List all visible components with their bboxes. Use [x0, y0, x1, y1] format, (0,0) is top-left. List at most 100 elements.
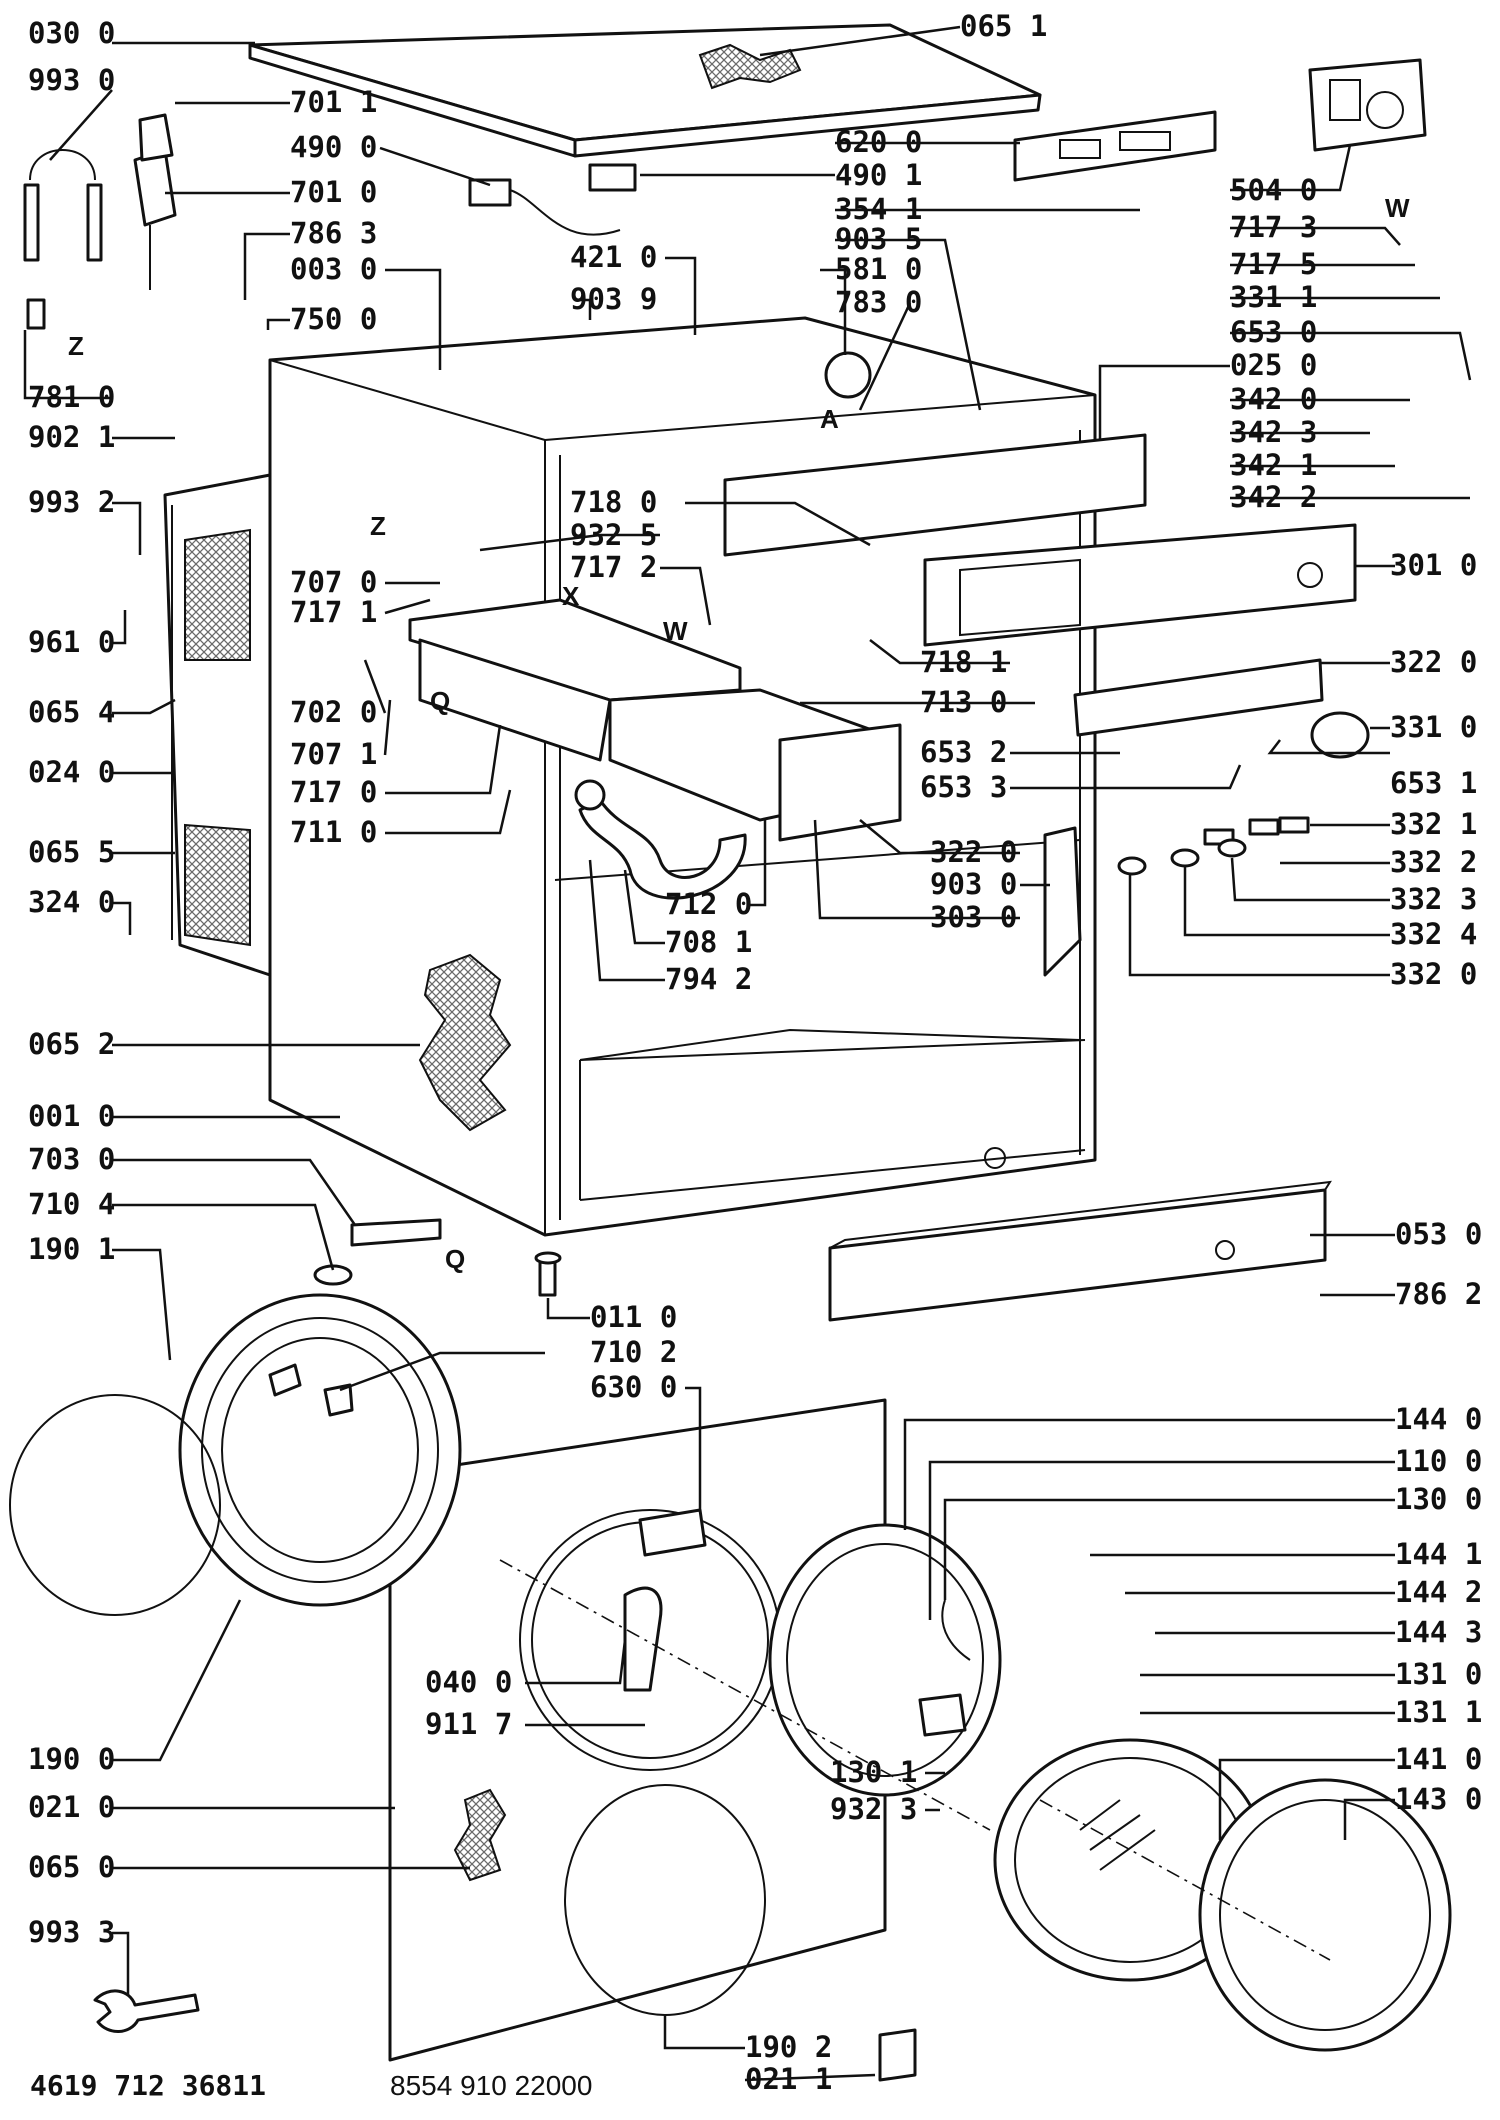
callout-screw: 144 1 — [1395, 1537, 1482, 1571]
callout-screw: 786 2 — [1395, 1277, 1482, 1311]
callout-door-handle: 040 0 — [425, 1665, 512, 1699]
callout-suppressor: 490 0 — [290, 130, 377, 164]
assembly-axis — [1039, 1799, 1331, 1961]
control-board-icon — [1013, 110, 1217, 182]
callout-program-knob: 331 0 — [1390, 710, 1477, 744]
drawing-number: 4619 712 36811 — [30, 2069, 266, 2102]
callout-guide: 718 1 — [920, 645, 1007, 679]
door-ring-icon — [1198, 1778, 1452, 2052]
callout-hose-clamp: 993 0 — [28, 63, 115, 97]
pipe-icon — [350, 1218, 442, 1247]
cover-plate-icon — [878, 2028, 917, 2082]
callout-hinge: 130 0 — [1395, 1482, 1482, 1516]
callout-hinge: 110 0 — [1395, 1444, 1482, 1478]
pressure-switch-icon — [824, 351, 872, 399]
callout-screw: 786 3 — [290, 216, 377, 250]
callout-dispenser: 711 0 — [290, 815, 377, 849]
callout-kick-plate: 053 0 — [1395, 1217, 1482, 1251]
callout-push-button: 332 2 — [1390, 845, 1477, 879]
seal-wire-icon — [9, 1394, 221, 1616]
callout-drawer-label: 322 0 — [930, 835, 1017, 869]
door-icon — [768, 1523, 1002, 1797]
callout-timer: 504 0 — [1230, 173, 1317, 207]
timer-icon — [1308, 58, 1427, 152]
callout-spring: 717 1 — [290, 595, 377, 629]
callout-screw: 144 2 — [1395, 1575, 1482, 1609]
callout-insulation: 065 2 — [28, 1027, 115, 1061]
callout-door-ring: 143 0 — [1395, 1782, 1482, 1816]
callout-cap: 701 1 — [290, 85, 377, 119]
inlet-valve-icon — [133, 113, 177, 290]
illustration — [9, 23, 1452, 2082]
callout-hose: 781 0 — [28, 380, 115, 414]
marker-z: Z — [68, 331, 84, 361]
callout-washer: 144 3 — [1395, 1615, 1482, 1649]
callout-fixing: 707 0 — [290, 565, 377, 599]
suppressor-icon — [468, 163, 637, 236]
callout-top-lid: 030 0 — [28, 16, 115, 50]
callout-door-lock: 630 0 — [590, 1370, 677, 1404]
callout-bracket: 003 0 — [290, 252, 377, 286]
callout-control-board: 620 0 — [835, 125, 922, 159]
callout-switch-lever: 342 0 — [1230, 382, 1317, 416]
callout-lamp: 354 1 — [835, 192, 922, 226]
callout-insulation: 065 4 — [28, 695, 115, 729]
callout-front-panel: 021 0 — [28, 1790, 115, 1824]
callout-hinge-plate: 131 0 — [1395, 1657, 1482, 1691]
callout-foot: 011 0 — [590, 1300, 677, 1334]
marker-q: Q — [430, 686, 450, 716]
push-buttons-icon — [1117, 816, 1310, 876]
marker-a: A — [820, 404, 839, 434]
callout-panel-bracket: 025 0 — [1230, 348, 1317, 382]
callout-push-button: 332 3 — [1390, 882, 1477, 916]
callout-lid-insulation: 065 1 — [960, 9, 1047, 43]
callout-door-seal: 190 0 — [28, 1742, 115, 1776]
callout-spring: 717 0 — [290, 775, 377, 809]
callout-push-button: 332 0 — [1390, 957, 1477, 991]
callout-door-glass: 141 0 — [1395, 1742, 1482, 1776]
callout-clip: 903 9 — [570, 282, 657, 316]
callout-rear-panel: 024 0 — [28, 755, 115, 789]
callout-hinge: 717 2 — [570, 550, 657, 584]
control-panel-icon — [723, 433, 1357, 737]
service-code: 8554 910 22000 — [390, 2070, 592, 2101]
rail-icon — [1043, 826, 1082, 977]
marker-w: W — [663, 616, 688, 646]
callout-capacitor: 993 2 — [28, 485, 115, 519]
callout-nozzle: 702 0 — [290, 695, 377, 729]
marker-w: W — [1385, 193, 1410, 223]
callout-fixing-clip: 902 1 — [28, 420, 115, 454]
markers: Z Z A X W W Q Q — [68, 193, 1410, 1274]
callout-spanner: 993 3 — [28, 1915, 115, 1949]
callout-spring: 717 3 — [1230, 210, 1317, 244]
foot-icon — [534, 1251, 562, 1297]
assembly-axis — [499, 1559, 991, 1831]
callout-switch-arm: 342 1 — [1230, 448, 1317, 482]
callout-rod: 653 3 — [920, 770, 1007, 804]
callout-gasket: 710 4 — [28, 1187, 115, 1221]
callout-inlet-valve: 701 0 — [290, 175, 377, 209]
callout-panel-label: 322 0 — [1390, 645, 1477, 679]
leader-lines — [23, 25, 1472, 2082]
callout-pipe: 703 0 — [28, 1142, 115, 1176]
callout-fixing: 707 1 — [290, 737, 377, 771]
callout-hinge-plate: 131 1 — [1395, 1695, 1482, 1729]
callout-tube: 713 0 — [920, 685, 1007, 719]
callout-spring: 190 1 — [28, 1232, 115, 1266]
callout-clip: 903 5 — [835, 222, 922, 256]
callout-hinge-pin: 130 1 — [830, 1755, 917, 1789]
callout-grommet: 961 0 — [28, 625, 115, 659]
marker-x: X — [562, 581, 580, 611]
program-knob-icon — [1310, 711, 1370, 759]
callout-washer: 717 5 — [1230, 247, 1317, 281]
callout-hose: 794 2 — [665, 962, 752, 996]
callout-push-button: 332 1 — [1390, 807, 1477, 841]
door-seal-icon — [178, 1293, 462, 1607]
callout-drawer-front: 303 0 — [930, 900, 1017, 934]
callout-front-panel: 301 0 — [1390, 548, 1477, 582]
callout-elbow: 710 2 — [590, 1335, 677, 1369]
callout-cable-guard: 324 0 — [28, 885, 115, 919]
dispenser-icon — [408, 598, 902, 842]
